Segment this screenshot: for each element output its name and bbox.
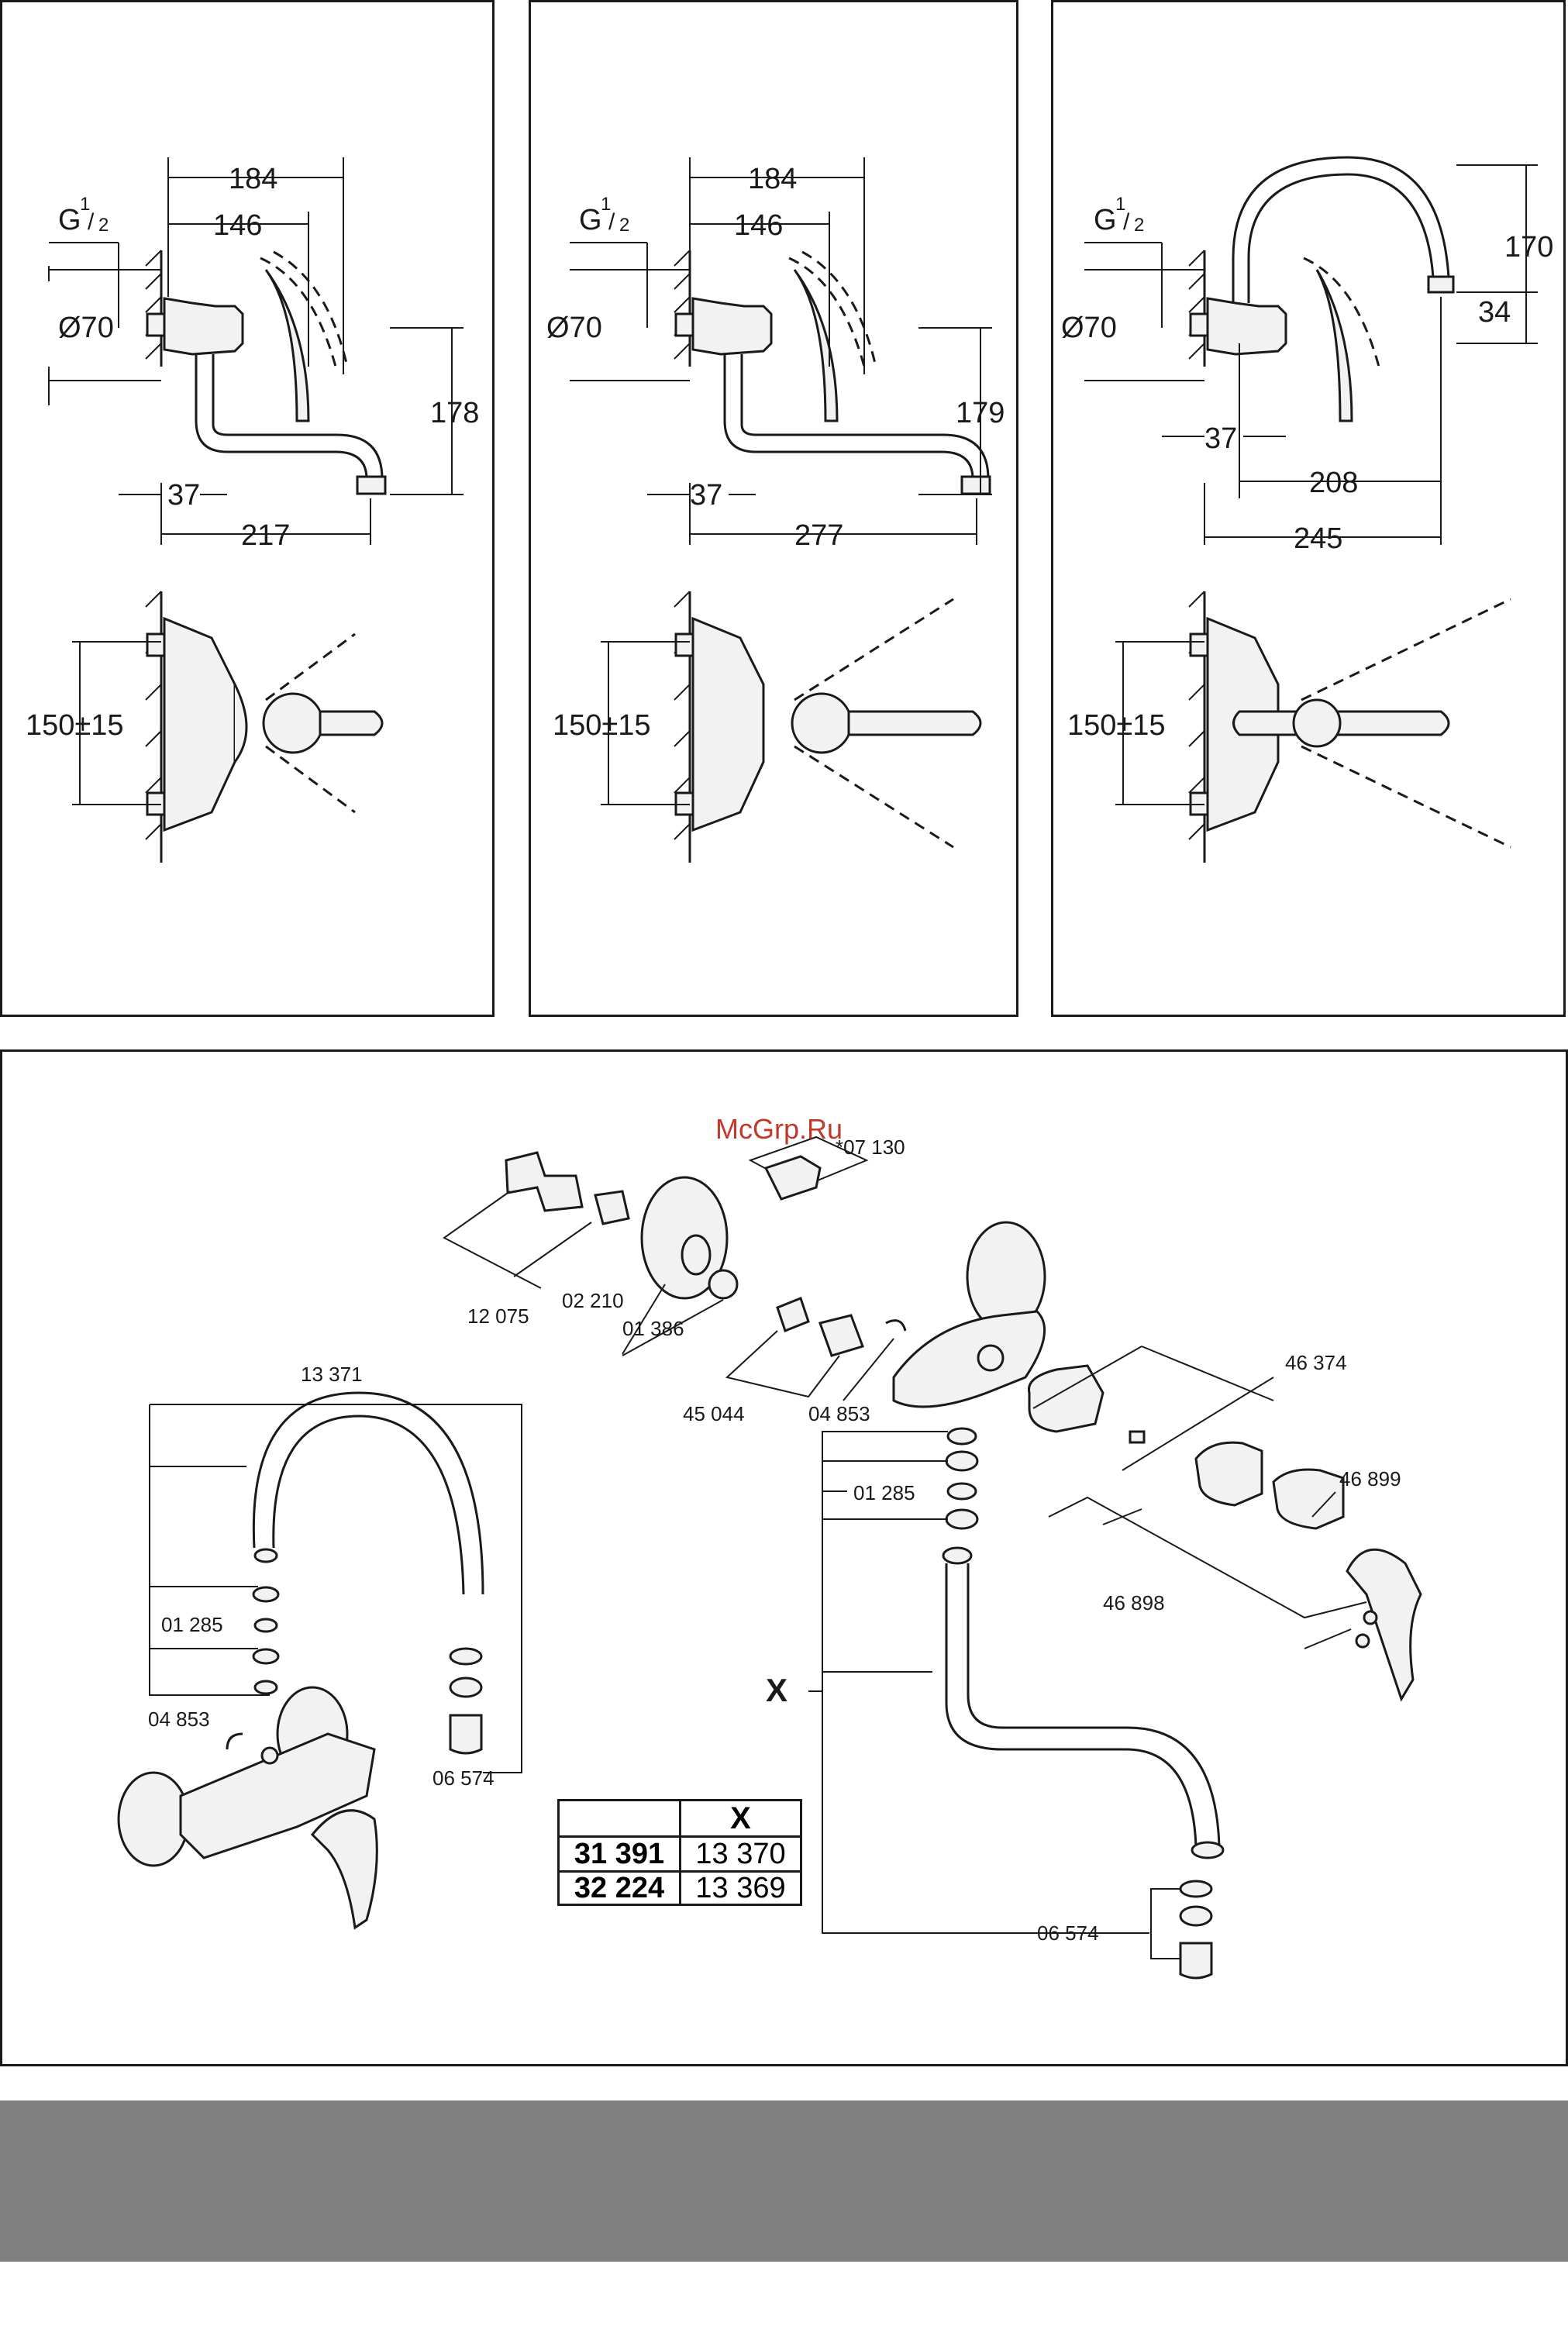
- dim-g-den: 2: [1134, 215, 1144, 236]
- dim-phi70: Ø70: [546, 312, 602, 344]
- part-06574-bottom: 06 574: [1037, 1921, 1099, 1945]
- parts-drawing: *07 130 McGrp.Ru 12 075 02 210 01 386 45…: [2, 1052, 1568, 2069]
- part-46899: 46 899: [1339, 1467, 1401, 1490]
- part-02210: 02 210: [562, 1289, 624, 1312]
- part-01285-mid: 01 285: [853, 1481, 915, 1504]
- dim-184: 184: [229, 163, 277, 195]
- dim-178: 178: [430, 397, 479, 429]
- part-12075: 12 075: [467, 1304, 529, 1328]
- dim-g-label: G: [579, 204, 602, 236]
- dim-179: 179: [956, 397, 1005, 429]
- table-part-cell: 13 370: [681, 1838, 800, 1870]
- dim-37: 37: [1204, 422, 1237, 455]
- table-row: 32 224 13 369: [560, 1873, 800, 1904]
- svg-text:/: /: [1123, 209, 1130, 235]
- dimension-panel-3: 170 34 G 1 / 2 Ø70 37 208 245 150±15: [1051, 0, 1566, 1017]
- table-model-cell: 31 391: [560, 1838, 681, 1870]
- part-45044: 45 044: [683, 1402, 745, 1425]
- dim-spacing: 150±15: [26, 709, 124, 742]
- table-row: 31 391 13 370: [560, 1838, 800, 1873]
- footer-gray-bar: [0, 2100, 1568, 2262]
- panel-2-drawing: 184 146 G 1 / 2 Ø70 179 37 277 150±15: [531, 2, 1021, 1019]
- dim-g-den: 2: [98, 215, 109, 236]
- dim-245: 245: [1294, 522, 1342, 555]
- part-46898: 46 898: [1103, 1591, 1165, 1614]
- dim-phi70: Ø70: [58, 312, 114, 344]
- dim-g-label: G: [1094, 204, 1117, 236]
- table-model-cell: 32 224: [560, 1873, 681, 1904]
- part-04853-top: 04 853: [808, 1402, 870, 1425]
- dim-277: 277: [794, 519, 843, 552]
- dim-217: 217: [241, 519, 290, 552]
- part-46374: 46 374: [1285, 1351, 1347, 1374]
- svg-text:/: /: [608, 209, 615, 235]
- dim-spacing: 150±15: [553, 709, 651, 742]
- part-01386: 01 386: [622, 1317, 684, 1340]
- dim-184: 184: [748, 163, 797, 195]
- part-13371: 13 371: [301, 1363, 363, 1386]
- exploded-parts-panel: *07 130 McGrp.Ru 12 075 02 210 01 386 45…: [0, 1049, 1568, 2066]
- dim-37: 37: [690, 479, 722, 512]
- part-04853-left: 04 853: [148, 1708, 210, 1731]
- dim-146: 146: [213, 209, 262, 242]
- part-01285-left: 01 285: [161, 1613, 223, 1636]
- dimension-panel-1: 184 146 G 1 / 2 Ø70 178 37 217 150±15: [0, 0, 495, 1017]
- dim-spacing: 150±15: [1067, 709, 1166, 742]
- dimension-panel-2: 184 146 G 1 / 2 Ø70 179 37 277 150±15: [529, 0, 1018, 1017]
- svg-text:/: /: [88, 209, 95, 235]
- dim-g-label: G: [58, 204, 81, 236]
- model-table: X 31 391 13 370 32 224 13 369: [557, 1799, 802, 1906]
- part-07130: *07 130: [836, 1135, 905, 1159]
- table-part-cell: 13 369: [681, 1873, 800, 1904]
- dim-phi70: Ø70: [1061, 312, 1117, 344]
- dim-170: 170: [1504, 231, 1553, 264]
- spout-x-label: X: [766, 1672, 787, 1708]
- dim-34: 34: [1478, 296, 1511, 329]
- dim-g-den: 2: [619, 215, 629, 236]
- part-06574-left: 06 574: [432, 1766, 495, 1790]
- panel-1-drawing: 184 146 G 1 / 2 Ø70 178 37 217 150±15: [2, 2, 497, 1019]
- dim-37: 37: [167, 479, 200, 512]
- dim-146: 146: [734, 209, 783, 242]
- panel-3-drawing: 170 34 G 1 / 2 Ø70 37 208 245 150±15: [1053, 2, 1568, 1019]
- watermark-text: McGrp.Ru: [715, 1113, 843, 1145]
- dim-208: 208: [1309, 467, 1358, 499]
- table-header-x: X: [681, 1801, 800, 1838]
